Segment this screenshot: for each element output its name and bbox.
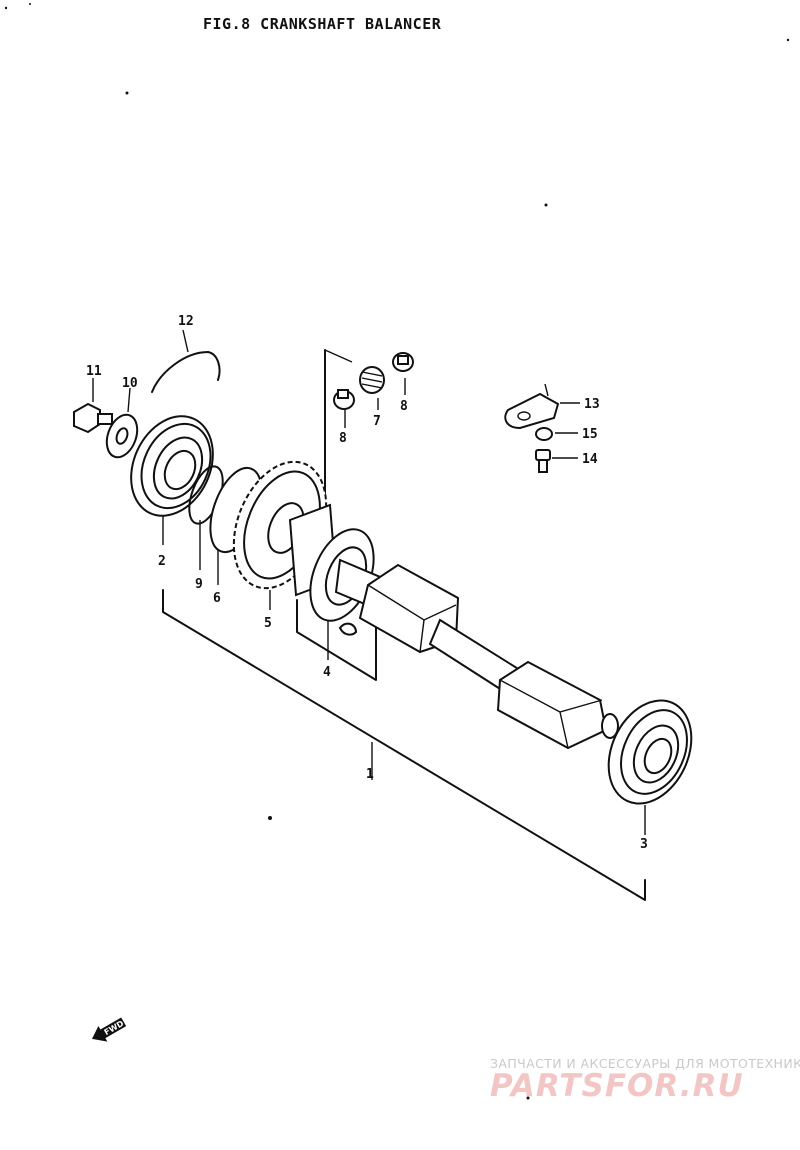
- callout-11: 11: [86, 364, 102, 379]
- callout-3: 3: [640, 837, 648, 852]
- callout-2: 2: [158, 554, 166, 569]
- washer-part-10: [105, 413, 139, 459]
- plug-part-8a: [333, 389, 355, 410]
- plug-part-8b: [392, 352, 414, 372]
- watermark-logo: PARTSFOR.RU: [490, 1068, 744, 1104]
- spring-part-7: [359, 366, 385, 394]
- washer-part-15: [535, 427, 553, 441]
- plate-part-13: [504, 383, 560, 430]
- callout-15: 15: [582, 427, 598, 442]
- callout-10: 10: [122, 376, 138, 391]
- fwd-label: FWD: [103, 1019, 126, 1037]
- callout-13: 13: [584, 397, 600, 412]
- fwd-arrow-icon: FWD: [92, 1017, 127, 1042]
- callout-9: 9: [195, 577, 203, 592]
- callout-14: 14: [582, 452, 598, 467]
- watermark-tagline: ЗАПЧАСТИ И АКСЕССУАРЫ ДЛЯ МОТОТЕХНИКИ: [490, 1056, 800, 1071]
- callout-8-left: 8: [339, 431, 347, 446]
- bearing-part-3: [607, 699, 693, 805]
- figure-title: FIG.8 CRANKSHAFT BALANCER: [203, 15, 442, 33]
- callout-5: 5: [264, 616, 272, 631]
- callout-6: 6: [213, 591, 221, 606]
- callout-12: 12: [178, 314, 194, 329]
- bolt-part-11: [73, 402, 113, 434]
- callout-4: 4: [323, 665, 331, 680]
- circlip-part-12: [151, 351, 221, 393]
- scan-specks: [4, 3, 790, 1100]
- screw-part-14: [535, 449, 551, 473]
- hub-part-4: [288, 503, 375, 622]
- callout-1: 1: [366, 767, 374, 782]
- balancer-shaft-part-1: [334, 558, 619, 750]
- callout-8-right: 8: [400, 399, 408, 414]
- callout-7: 7: [373, 414, 381, 429]
- key: [338, 622, 358, 636]
